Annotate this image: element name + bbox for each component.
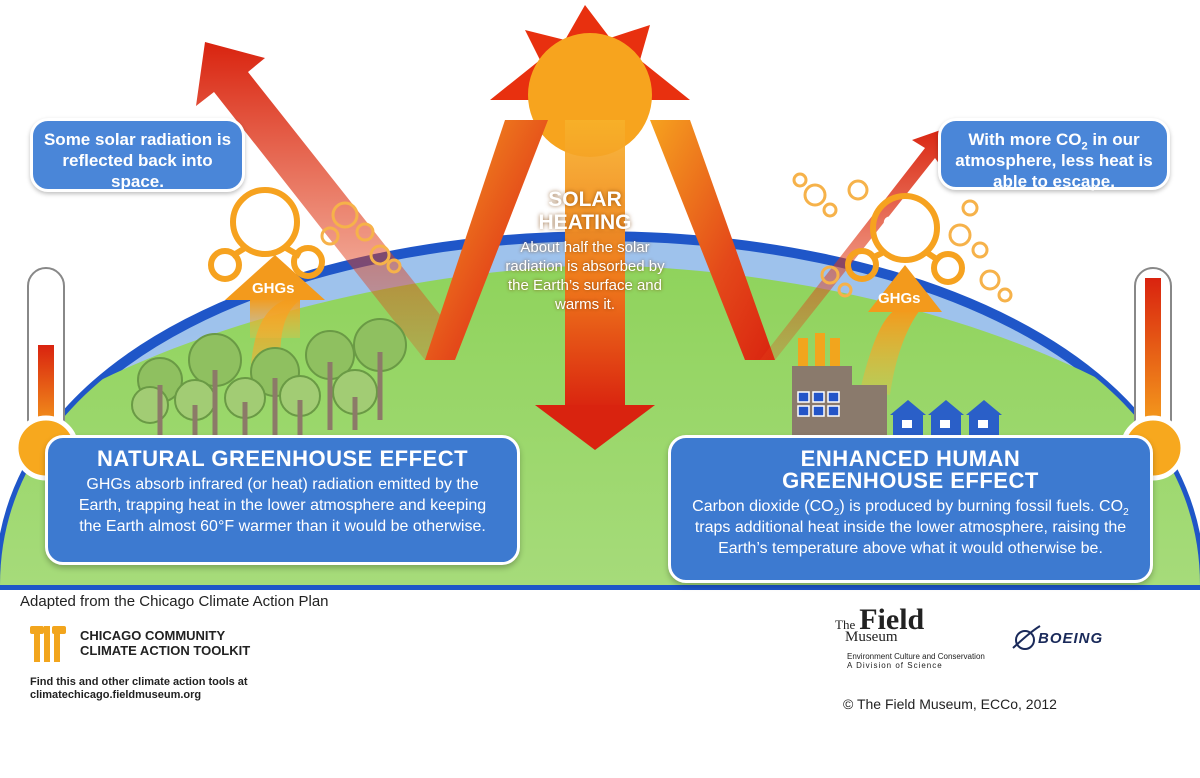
solar-heating-arrow: [535, 120, 655, 450]
co2-sub: 2: [911, 223, 919, 238]
enhanced-body-a-sub: 2: [833, 507, 840, 519]
less-heat-text-before: With more CO: [968, 130, 1082, 149]
co2-label-right: CO2: [883, 214, 919, 238]
enhanced-body-a: Carbon dioxide (CO: [692, 498, 834, 515]
small-molecules: [320, 172, 1013, 303]
escaping-heat-arrow: [760, 125, 955, 360]
incoming-radiation-arrow-right: [650, 120, 775, 360]
reflected-radiation-text: Some solar radiation is reflected back i…: [43, 130, 232, 191]
incoming-radiation-arrow-left: [425, 120, 548, 360]
less-heat-text-sub: 2: [1081, 140, 1088, 153]
natural-greenhouse-box: NATURAL GREENHOUSE EFFECT GHGs absorb in…: [45, 435, 520, 565]
cloud: [330, 118, 500, 192]
reflected-radiation-arrow: [196, 42, 460, 360]
solar-title-line2: HEATING: [538, 211, 632, 234]
co2-label-left: CO2: [243, 208, 279, 232]
fm-ecco: Environment Culture and Conservation: [847, 652, 985, 661]
co2-sub: 2: [271, 217, 279, 232]
less-heat-text-after: in our atmosphere, less heat is able to …: [955, 130, 1153, 191]
fm-field: Field: [859, 603, 925, 636]
reflected-radiation-callout: Some solar radiation is reflected back i…: [30, 118, 245, 192]
fm-the: The: [835, 617, 856, 632]
solar-heating-label: SOLAR HEATING About half the solar radia…: [500, 188, 670, 314]
co2-main: CO: [243, 208, 272, 229]
boeing-logo-text: BOEING: [1038, 630, 1104, 647]
fm-division: A Division of Science: [847, 661, 943, 670]
enhanced-title-line2: GREENHOUSE EFFECT: [782, 468, 1039, 493]
ghg-arrow-right: [860, 265, 942, 395]
boeing-logo-icon: [1012, 625, 1041, 650]
enhanced-body: Carbon dioxide (CO2) is produced by burn…: [689, 496, 1132, 559]
fm-museum: Museum: [845, 629, 898, 645]
toolkit-line1: CHICAGO COMMUNITY: [80, 628, 226, 643]
enhanced-title-line1: ENHANCED HUMAN: [800, 446, 1021, 471]
ghgs-label-right: GHGs: [878, 290, 921, 307]
find-line2: climatechicago.fieldmuseum.org: [30, 689, 202, 701]
natural-body: GHGs absorb infrared (or heat) radiation…: [78, 476, 487, 535]
houses: [890, 400, 1002, 436]
natural-title: NATURAL GREENHOUSE EFFECT: [96, 446, 469, 471]
adapted-from-text: Adapted from the Chicago Climate Action …: [20, 593, 329, 610]
co2-molecule-right: [845, 193, 965, 285]
forest-trees: [131, 318, 407, 440]
copyright-text: © The Field Museum, ECCo, 2012: [843, 696, 1057, 712]
ghgs-label-left: GHGs: [252, 280, 295, 297]
co2-main: CO: [883, 214, 912, 235]
solar-body: About half the solar radiation is absorb…: [505, 239, 665, 313]
enhanced-body-b-sub: 2: [1123, 507, 1129, 519]
co2-molecule-left: [208, 187, 325, 282]
solar-title-line1: SOLAR: [548, 188, 622, 211]
toolkit-tools-icon: [30, 626, 66, 662]
factory: [792, 333, 887, 436]
toolkit-logo-text: CHICAGO COMMUNITY CLIMATE ACTION TOOLKIT: [80, 628, 250, 658]
enhanced-body-c: traps additional heat inside the lower a…: [694, 519, 1127, 557]
field-museum-logo: The Field Museum Environment Culture and…: [835, 603, 985, 670]
less-heat-escapes-callout: With more CO2 in our atmosphere, less he…: [938, 118, 1170, 191]
enhanced-body-b: ) is produced by burning fossil fuels. C…: [839, 498, 1124, 515]
find-tools-text: Find this and other climate action tools…: [30, 676, 248, 702]
toolkit-line2: CLIMATE ACTION TOOLKIT: [80, 643, 251, 658]
enhanced-greenhouse-box: ENHANCED HUMAN GREENHOUSE EFFECT Carbon …: [668, 435, 1153, 583]
find-line1: Find this and other climate action tools…: [30, 676, 248, 688]
